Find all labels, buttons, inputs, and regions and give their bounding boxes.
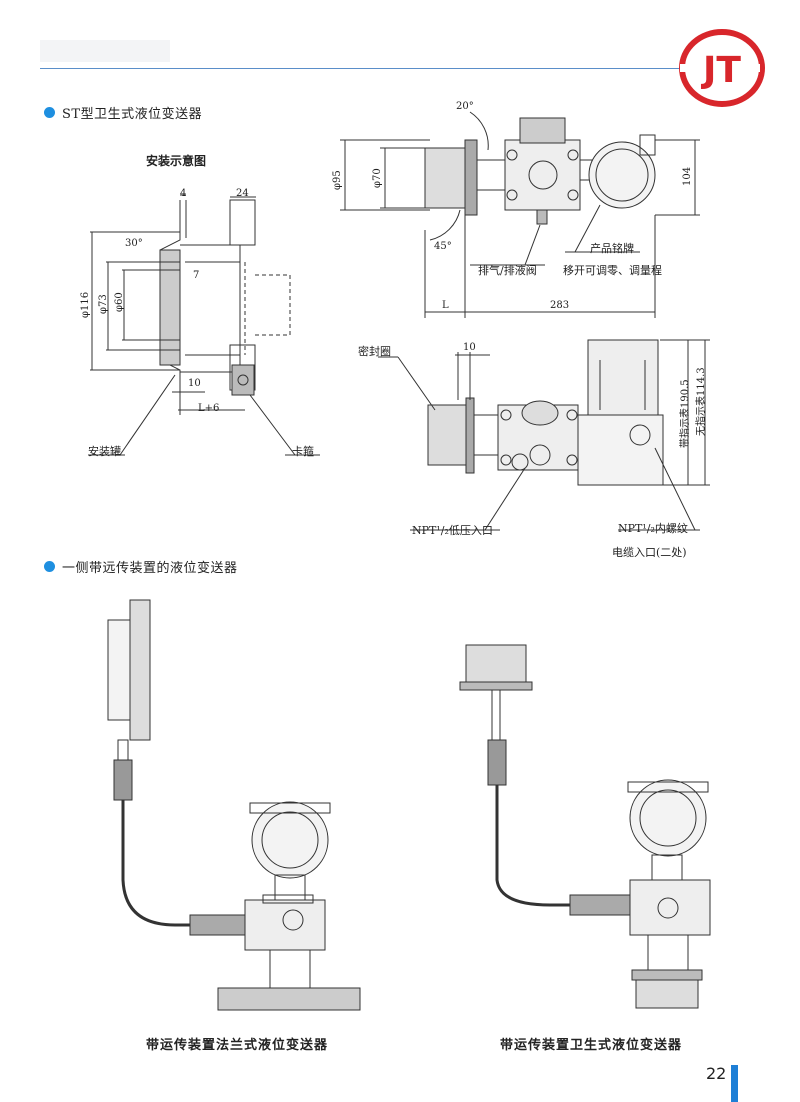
header-rule bbox=[40, 68, 680, 69]
section2-bullet-icon bbox=[44, 561, 55, 572]
caption-flange: 带运传装置法兰式液位变送器 bbox=[146, 1038, 329, 1053]
label-clamp: 卡箍 bbox=[292, 445, 314, 458]
section2-title: 一侧带远传装置的液位变送器 bbox=[62, 561, 238, 576]
install-sketch bbox=[88, 194, 320, 456]
sanitary-transmitter bbox=[459, 644, 711, 1009]
section1-title: ST型卫生式液位变送器 bbox=[62, 107, 203, 122]
angle-45: 45° bbox=[434, 241, 452, 252]
label-seal-ring: 密封圈 bbox=[358, 345, 391, 358]
label-tank: 安装罐 bbox=[88, 445, 121, 458]
dim-10: 10 bbox=[188, 378, 201, 389]
dim-l-plus-6: L+6 bbox=[198, 403, 220, 414]
install-title: 安装示意图 bbox=[146, 154, 207, 168]
dim-without-indicator: 无指示表114.3 bbox=[696, 367, 707, 436]
caption-sanitary: 带运传装置卫生式液位变送器 bbox=[500, 1038, 683, 1053]
flange-transmitter bbox=[107, 599, 361, 1011]
dim-7: 7 bbox=[193, 270, 200, 281]
label-cable-entry: 电缆入口(二处) bbox=[612, 546, 687, 559]
label-npt-inner: NPT¹/₂内螺纹 bbox=[618, 522, 688, 535]
dim-phi95: φ95 bbox=[332, 170, 343, 190]
header-label-box bbox=[40, 40, 170, 62]
page-edge-bar bbox=[731, 1065, 738, 1102]
section1-bullet-icon bbox=[44, 107, 55, 118]
label-vent-valve: 排气/排液阀 bbox=[478, 264, 537, 277]
label-nameplate: 产品铭牌 bbox=[590, 242, 634, 255]
right-top-sketch bbox=[340, 111, 700, 318]
angle-30: 30° bbox=[125, 238, 143, 249]
dim-4: 4 bbox=[180, 188, 187, 199]
dim-phi116: φ116 bbox=[80, 291, 91, 318]
right-bottom-sketch bbox=[378, 339, 710, 531]
dim-phi70: φ70 bbox=[372, 168, 383, 188]
dim-L: L bbox=[442, 300, 449, 311]
dim-104: 104 bbox=[682, 166, 693, 186]
logo-text: JT bbox=[700, 50, 741, 91]
dim-283: 283 bbox=[550, 300, 570, 311]
angle-20: 20° bbox=[456, 101, 474, 112]
dim-10-b: 10 bbox=[463, 342, 476, 353]
page-number: 22 bbox=[706, 1064, 727, 1083]
label-adjust: 移开可调零、调量程 bbox=[563, 264, 662, 277]
dim-phi73: φ73 bbox=[98, 294, 109, 314]
label-npt-low: NPT¹/₂低压入口 bbox=[412, 524, 493, 537]
dim-24: 24 bbox=[236, 188, 249, 199]
dim-phi60: φ60 bbox=[114, 292, 125, 312]
dim-with-indicator: 带指示表190.5 bbox=[680, 379, 691, 448]
jt-logo: JT bbox=[679, 29, 765, 107]
